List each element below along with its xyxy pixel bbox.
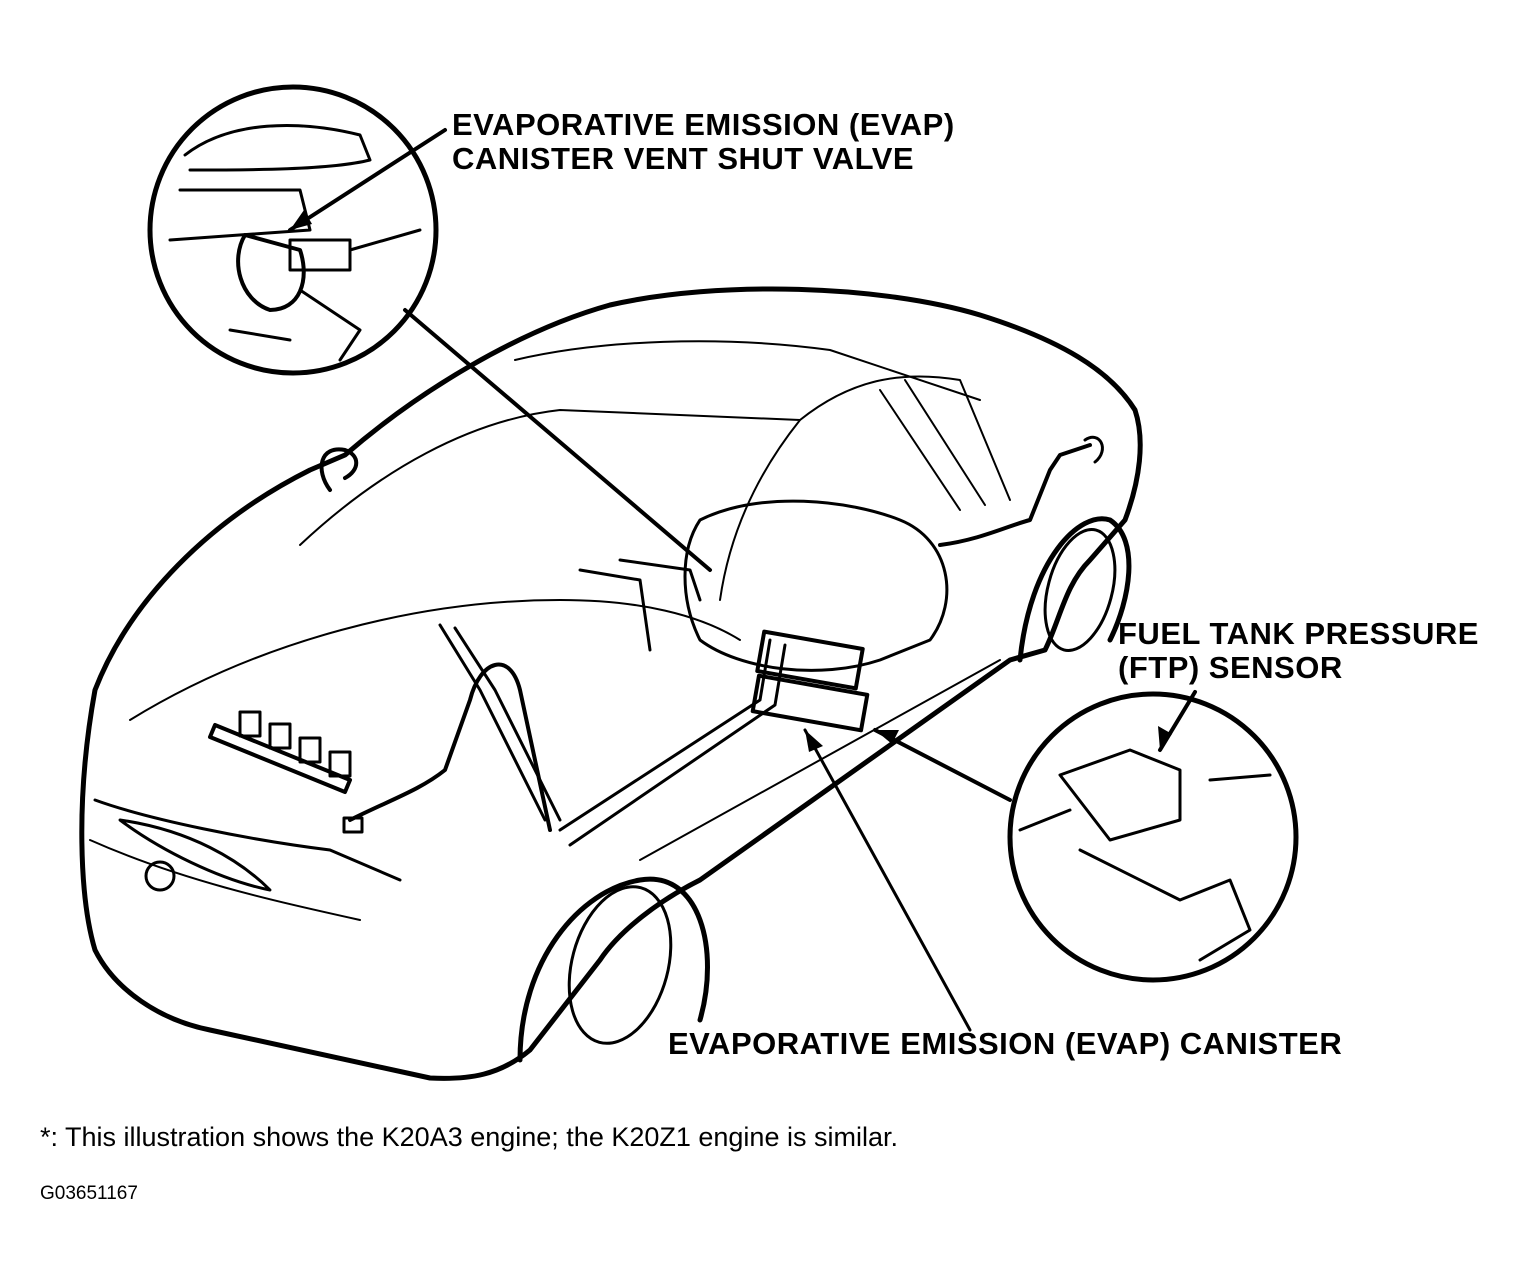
car-body bbox=[79, 286, 1143, 1081]
arrowhead-ftp bbox=[1158, 726, 1172, 750]
label-vent-valve-line1: EVAPORATIVE EMISSION (EVAP) bbox=[452, 107, 955, 142]
leader-lines bbox=[288, 128, 1197, 1032]
arrowhead-vent-valve bbox=[290, 210, 312, 230]
label-ftp-sensor: FUEL TANK PRESSURE (FTP) SENSOR bbox=[1118, 617, 1479, 685]
inset-vent-valve bbox=[147, 84, 439, 376]
arrowhead-canister bbox=[805, 730, 823, 752]
label-vent-valve-line2: CANISTER VENT SHUT VALVE bbox=[452, 141, 915, 176]
inset-ftp-sensor bbox=[1007, 691, 1299, 983]
fuel-lines bbox=[208, 436, 1104, 847]
label-ftp-line1: FUEL TANK PRESSURE bbox=[1118, 616, 1479, 651]
label-vent-valve: EVAPORATIVE EMISSION (EVAP) CANISTER VEN… bbox=[452, 108, 955, 176]
footnote: *: This illustration shows the K20A3 eng… bbox=[40, 1122, 898, 1152]
label-canister: EVAPORATIVE EMISSION (EVAP) CANISTER bbox=[668, 1026, 1343, 1061]
figure-code: G03651167 bbox=[40, 1183, 138, 1204]
label-ftp-line2: (FTP) SENSOR bbox=[1118, 650, 1343, 685]
arrowhead-ftp-location bbox=[875, 730, 899, 744]
